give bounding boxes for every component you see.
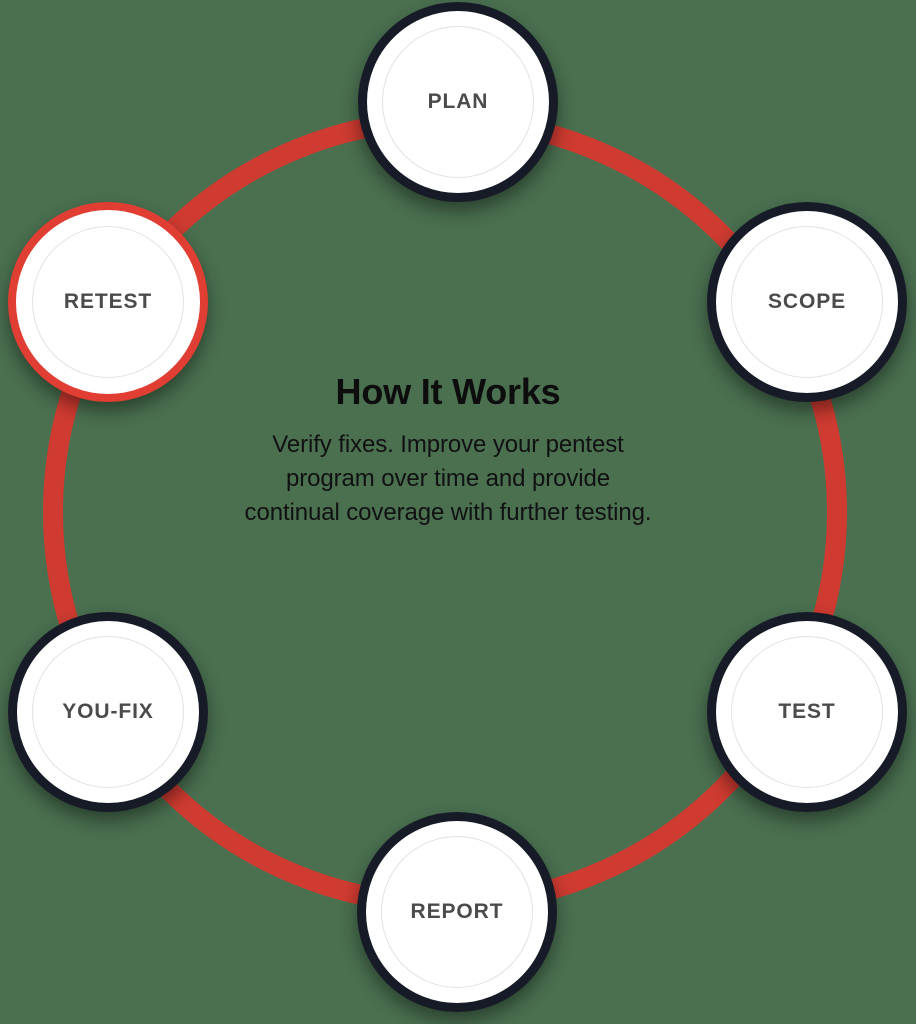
- cycle-node-label: YOU-FIX: [62, 700, 154, 723]
- cycle-node-report[interactable]: REPORT: [357, 812, 557, 1012]
- cycle-node-scope[interactable]: SCOPE: [707, 202, 907, 402]
- cycle-node-test[interactable]: TEST: [707, 612, 907, 812]
- cycle-node-label: REPORT: [410, 900, 504, 923]
- cycle-node-plan[interactable]: PLAN: [358, 2, 558, 202]
- cycle-node-label: PLAN: [427, 90, 489, 113]
- cycle-node-label: SCOPE: [767, 290, 847, 313]
- cycle-node-retest[interactable]: RETEST: [8, 202, 208, 402]
- cycle-node-label: TEST: [778, 700, 836, 723]
- cycle-node-label: RETEST: [63, 290, 153, 313]
- cycle-node-you-fix[interactable]: YOU-FIX: [8, 612, 208, 812]
